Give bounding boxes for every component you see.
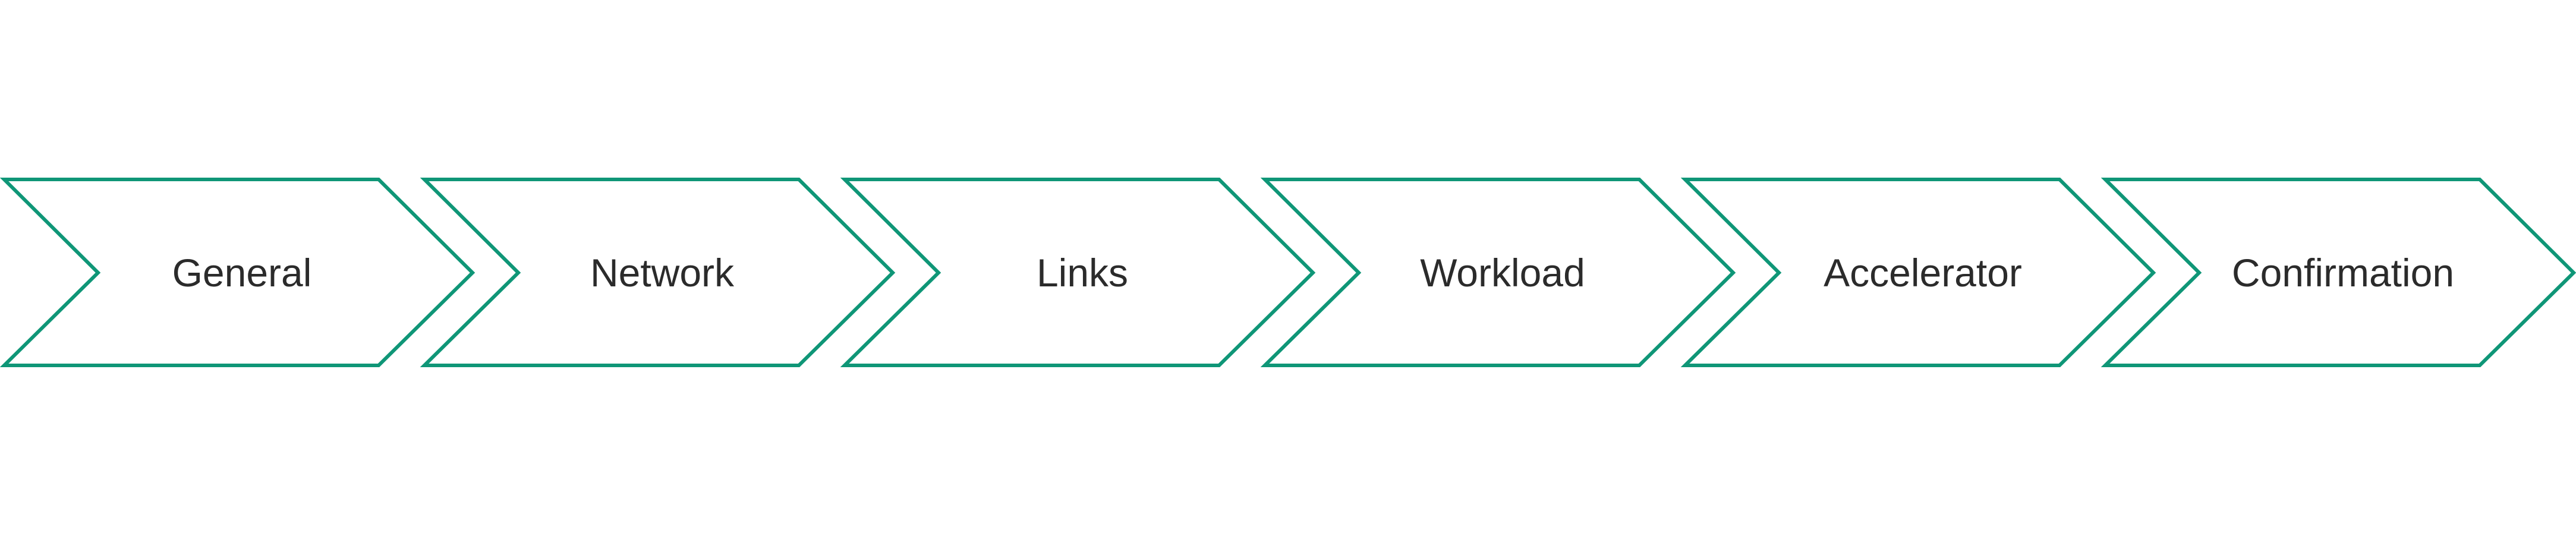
step-label-general: General <box>172 251 312 295</box>
step-chevron-network <box>420 178 896 367</box>
step-label-workload: Workload <box>1420 251 1585 295</box>
wizard-step-confirmation[interactable]: Confirmation <box>2101 178 2576 367</box>
wizard-step-links[interactable]: Links <box>840 178 1316 367</box>
step-label-accelerator: Accelerator <box>1824 251 2022 295</box>
step-label-network: Network <box>590 251 735 295</box>
step-label-confirmation: Confirmation <box>2232 251 2454 295</box>
wizard-step-network[interactable]: Network <box>420 178 896 367</box>
step-chevron-links <box>840 178 1316 367</box>
wizard-step-accelerator[interactable]: Accelerator <box>1680 178 2156 367</box>
step-chevron-accelerator <box>1680 178 2156 367</box>
wizard-step-workload[interactable]: Workload <box>1260 178 1736 367</box>
step-chevron-workload <box>1260 178 1736 367</box>
step-chevron-confirmation <box>2101 178 2576 367</box>
step-label-links: Links <box>1037 251 1128 295</box>
wizard-step-general[interactable]: General <box>0 178 475 367</box>
step-chevron-general <box>0 178 475 367</box>
